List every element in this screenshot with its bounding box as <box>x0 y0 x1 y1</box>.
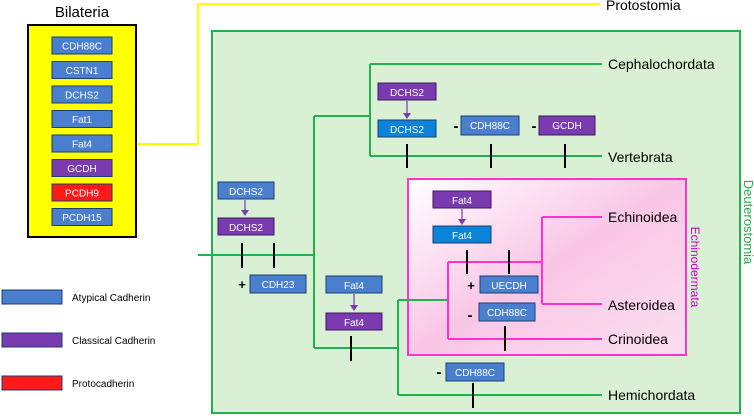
bilateria-gene-label: GCDH <box>67 164 96 175</box>
bilateria-gene-label: CSTN1 <box>66 66 99 77</box>
deut-dchs2-from-label: DCHS2 <box>229 187 263 198</box>
deuterostomia-label: Deuterostomia <box>741 180 754 265</box>
vert-minus-2: - <box>532 118 537 135</box>
bilateria-gene-box <box>51 159 113 177</box>
vert-minus-1: - <box>454 118 459 135</box>
echi-uecdh-label: UECDH <box>491 281 527 292</box>
taxon-asteroidea: Asteroidea <box>608 297 675 313</box>
bilateria-box <box>27 24 137 238</box>
echinodermata-label: Echinodermata <box>688 227 702 308</box>
echi-arrow-head <box>458 219 466 225</box>
bilateria-title: Bilateria <box>55 4 110 21</box>
taxon-cephalochordata: Cephalochordata <box>608 56 715 72</box>
hemi-cdh88c-box <box>445 362 505 382</box>
taxon-hemichordata: Hemichordata <box>608 387 695 403</box>
echi-cdh88c-label: CDH88C <box>487 308 527 319</box>
legend-label: Protocadherin <box>72 379 134 390</box>
vert-dchs2-to-box <box>377 119 437 138</box>
deut-dchs2-from-box <box>217 181 275 200</box>
echinodermata-tree <box>447 216 602 340</box>
legend-swatch <box>1 375 63 391</box>
legend-swatch <box>1 332 63 348</box>
bilateria-gene-box <box>51 36 113 55</box>
protostomia-label: Protostomia <box>606 0 681 13</box>
vert-dchs2-from-label: DCHS2 <box>390 88 424 99</box>
taxon-vertebrata: Vertebrata <box>608 149 673 165</box>
bilateria-gene-box <box>51 208 113 226</box>
amb-arrow-head <box>350 305 358 311</box>
echi-cdh88c-box <box>478 302 536 322</box>
echi-minus: - <box>468 307 473 324</box>
legend-label: Classical Cadherin <box>72 336 155 347</box>
amb-fat4-from-label: Fat4 <box>344 281 364 292</box>
vert-gcdh-box <box>538 115 596 136</box>
vert-dchs2-to-label: DCHS2 <box>390 125 424 136</box>
bilateria-gene-box <box>51 85 113 104</box>
bilateria-gene-label: Fat4 <box>72 140 92 151</box>
echi-plus: + <box>467 278 475 293</box>
bilateria-gene-label: CDH88C <box>62 42 102 53</box>
legend-label: Atypical Cadherin <box>72 293 150 304</box>
deut-arrow-head <box>241 210 249 216</box>
echi-fat4-from-label: Fat4 <box>452 196 472 207</box>
deut-cdh23-label: CDH23 <box>262 280 295 291</box>
vert-cdh88c-box <box>460 115 520 136</box>
echi-fat4-from-box <box>432 190 492 209</box>
bilateria-gene-box <box>51 61 113 79</box>
vert-gcdh-label: GCDH <box>552 121 581 132</box>
amb-fat4-to-label: Fat4 <box>344 318 364 329</box>
echi-fat4-to-box <box>432 225 492 244</box>
taxon-crinoidea: Crinoidea <box>608 331 668 347</box>
deut-dchs2-to-box <box>217 217 275 236</box>
bilateria-gene-box <box>51 110 113 128</box>
hemi-minus: - <box>437 364 442 381</box>
bilateria-gene-label: Fat1 <box>72 115 92 126</box>
legend-swatch <box>1 289 63 305</box>
vert-arrow-head <box>403 113 411 119</box>
protostomia-branch <box>136 3 600 145</box>
bilateria-gene-box <box>51 134 113 153</box>
deut-cdh23-box <box>249 274 307 294</box>
deut-plus: + <box>238 277 246 292</box>
echi-uecdh-box <box>479 275 539 294</box>
bilateria-gene-label: PCDH9 <box>65 189 99 200</box>
hemi-cdh88c-label: CDH88C <box>455 368 495 379</box>
bilateria-gene-label: DCHS2 <box>65 91 99 102</box>
taxon-echinoidea: Echinoidea <box>608 209 677 225</box>
event-ticks <box>241 144 566 408</box>
vert-cdh88c-label: CDH88C <box>470 121 510 132</box>
deuterostomia-tree <box>198 63 602 396</box>
bilateria-gene-box <box>51 183 113 202</box>
deut-dchs2-to-label: DCHS2 <box>229 223 263 234</box>
amb-fat4-to-box <box>325 312 383 331</box>
vert-dchs2-from-box <box>377 82 437 101</box>
bilateria-gene-label: PCDH15 <box>62 213 102 224</box>
amb-fat4-from-box <box>325 275 383 294</box>
echi-fat4-to-label: Fat4 <box>452 231 472 242</box>
